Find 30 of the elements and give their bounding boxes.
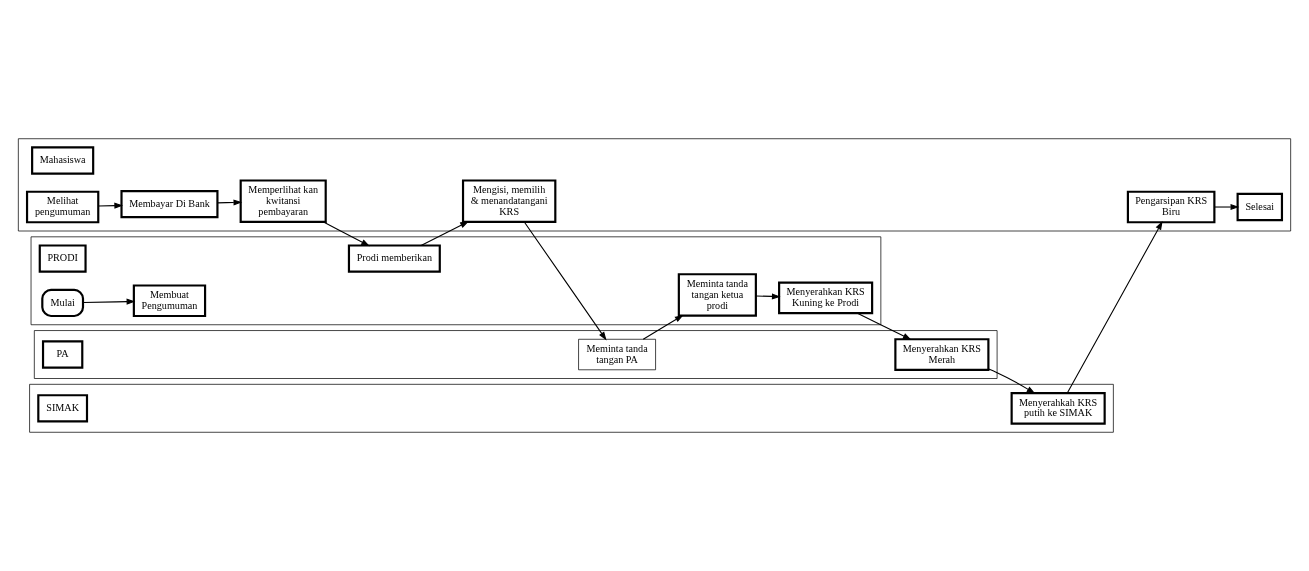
arrow xyxy=(988,368,1036,394)
arrow xyxy=(216,199,243,206)
node-box: Meminta tanda tangan PA xyxy=(578,338,656,371)
node-box: Mengisi, memilih & menandatangani KRS xyxy=(461,179,557,223)
node-box: Menyerahkan KRS Merah xyxy=(894,338,990,371)
node-box: Menyerahkan KRS Kuning ke Prodi xyxy=(778,281,874,315)
arrow xyxy=(420,221,469,246)
node-box: Pengarsipan KRS Biru xyxy=(1126,190,1216,224)
node-box: Menyerahkah KRS putih ke SIMAK xyxy=(1010,391,1106,425)
arrow xyxy=(856,312,912,340)
node-box: SIMAK xyxy=(37,394,89,423)
arrow xyxy=(755,293,781,300)
arrow xyxy=(97,202,124,209)
node-box: Membuat Pengumuman xyxy=(132,284,207,318)
node-box: Selesai xyxy=(1236,192,1284,222)
node-box: Prodi memberikan xyxy=(347,244,441,273)
arrow xyxy=(642,314,684,340)
arrow xyxy=(1213,203,1240,211)
node-box: Mulai xyxy=(41,288,85,318)
arrow xyxy=(523,221,607,341)
node-box: PRODI xyxy=(38,244,87,273)
node-box: Melihat pengumuman xyxy=(25,190,100,224)
node-box: Membayar Di Bank xyxy=(120,189,219,219)
node-box: Meminta tanda tangan ketua prodi xyxy=(677,273,757,317)
node-box: Memperlihat kan kwitansi pembayaran xyxy=(239,179,327,223)
arrow xyxy=(322,221,370,247)
arrow xyxy=(82,298,136,305)
arrow xyxy=(1066,221,1163,394)
node-box: Mahasiswa xyxy=(31,146,95,175)
node-box: PA xyxy=(41,340,84,369)
